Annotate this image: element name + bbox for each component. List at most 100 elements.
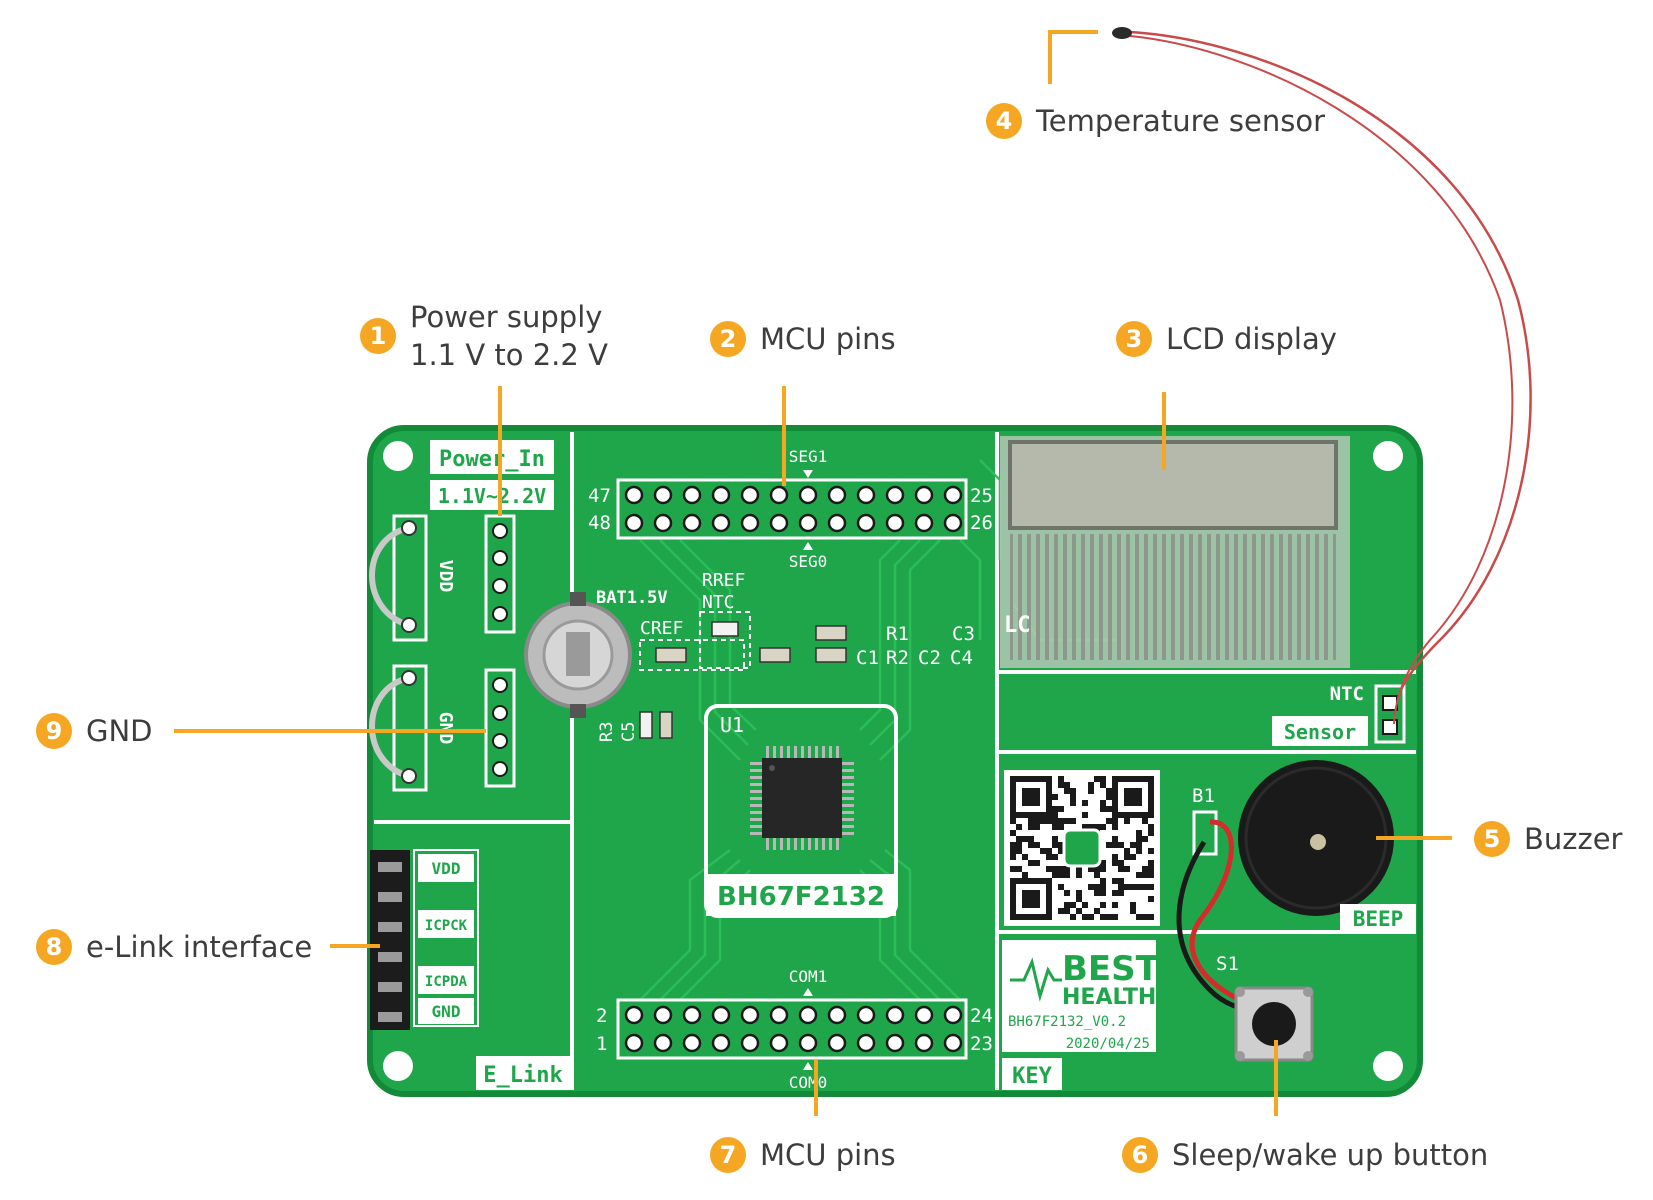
mcu-lead xyxy=(766,838,769,850)
cap-b xyxy=(815,625,847,641)
heartbeat-icon xyxy=(1010,957,1062,1002)
com1-arrow xyxy=(803,988,813,996)
mcu-lead xyxy=(842,776,854,779)
qr-module xyxy=(1028,860,1034,866)
qr-module xyxy=(1094,824,1100,830)
vdd-label: VDD xyxy=(435,560,456,593)
qr-module xyxy=(1112,842,1118,848)
com-header xyxy=(616,998,968,1060)
qr-module xyxy=(1010,866,1016,872)
callout-mcu-pins-top: 2 MCU pins xyxy=(710,320,896,358)
qr-module xyxy=(1124,788,1142,806)
qr-module xyxy=(1070,902,1076,908)
qr-module xyxy=(1100,902,1106,908)
mcu-lead xyxy=(773,838,776,850)
pin-25-label: 25 xyxy=(970,485,993,507)
qr-module xyxy=(1136,848,1142,854)
qr-module xyxy=(1142,866,1148,872)
elink-pin-frame xyxy=(413,849,479,1027)
battery-clip xyxy=(566,632,590,676)
qr-module xyxy=(1046,848,1052,854)
callout-label-mcu-pins-top: MCU pins xyxy=(760,322,896,356)
sensor-label: Sensor xyxy=(1284,720,1356,744)
mcu-lead xyxy=(750,811,762,814)
qr-module xyxy=(1112,836,1118,842)
sensor-wire xyxy=(1129,30,1532,701)
qr-module xyxy=(1100,860,1106,866)
qr-module xyxy=(1046,866,1052,872)
ntc-connector xyxy=(1374,684,1406,744)
brand-line1: BEST xyxy=(1062,949,1160,989)
r3-resistor xyxy=(639,711,653,739)
qr-module xyxy=(1136,842,1142,848)
qr-module xyxy=(1094,866,1100,872)
pin-26-label: 26 xyxy=(970,512,993,534)
qr-module xyxy=(1022,836,1028,842)
qr-module xyxy=(1130,908,1136,914)
mcu-lead xyxy=(750,797,762,800)
elink-pin-label-boxes xyxy=(418,854,474,1024)
gnd-jumper-wire xyxy=(369,675,409,779)
header-pin xyxy=(856,1033,876,1053)
qr-module xyxy=(1148,884,1154,890)
qr-module xyxy=(1082,824,1088,830)
header-pin xyxy=(624,1033,644,1053)
mcu-lead xyxy=(787,838,790,850)
qr-module xyxy=(1112,890,1118,896)
mounting-holes xyxy=(383,441,1403,1081)
header-pin xyxy=(914,485,934,505)
mcu-lead xyxy=(787,746,790,758)
r2-label: R2 xyxy=(886,647,909,669)
header-pin xyxy=(943,485,963,505)
callout-label-elink-interface: e-Link interface xyxy=(86,930,313,964)
com0-arrow xyxy=(803,1062,813,1070)
header-pin xyxy=(653,513,673,533)
qr-module xyxy=(1148,860,1154,866)
qr-module xyxy=(1082,902,1088,908)
mcu-lead xyxy=(822,838,825,850)
qr-module xyxy=(1028,824,1034,830)
qr-module xyxy=(1058,842,1064,848)
qr-module xyxy=(1148,914,1154,920)
qr-module xyxy=(1040,848,1046,854)
header-pin xyxy=(769,1005,789,1025)
c5-label: C5 xyxy=(619,722,639,742)
vdd-jumper-frame xyxy=(392,514,428,642)
chip-name-box xyxy=(706,874,896,916)
qr-module xyxy=(1064,890,1070,896)
qr-module xyxy=(1064,788,1070,794)
c3-label: C3 xyxy=(952,623,975,645)
qr-module xyxy=(1022,890,1040,908)
qr-module xyxy=(1100,914,1106,920)
qr-module xyxy=(1100,866,1106,872)
b1-label: B1 xyxy=(1192,785,1215,807)
c1-label: C1 xyxy=(856,647,879,669)
callout-sleep-wake-button: 6 Sleep/wake up button xyxy=(1122,1136,1488,1174)
qr-module xyxy=(1028,836,1034,842)
header-pin xyxy=(885,513,905,533)
mcu-lead xyxy=(750,762,762,765)
qr-module xyxy=(1082,812,1088,818)
callout-badge-6: 6 xyxy=(1122,1137,1158,1173)
qr-module xyxy=(1010,848,1016,854)
r3-label: R3 xyxy=(597,722,617,742)
battery-tab-bottom xyxy=(570,704,586,718)
qr-module xyxy=(1142,872,1148,878)
qr-logo xyxy=(1062,828,1102,868)
qr-module xyxy=(1058,806,1064,812)
voltage-range-box xyxy=(430,480,554,510)
mcu-pin1-dot xyxy=(769,765,775,771)
qr-module xyxy=(1046,854,1052,860)
mcu-lead xyxy=(822,746,825,758)
qr-module xyxy=(1106,914,1112,920)
header-pin xyxy=(943,1033,963,1053)
pin-2-label: 2 xyxy=(596,1005,607,1027)
qr-module xyxy=(1052,812,1058,818)
b1-pads xyxy=(1192,810,1218,856)
qr-module xyxy=(1118,860,1124,866)
battery-label: BAT1.5V xyxy=(596,588,668,608)
mcu-lead xyxy=(801,838,804,850)
qr-module xyxy=(1058,824,1064,830)
qr-module xyxy=(1016,842,1022,848)
key-label: KEY xyxy=(1012,1064,1052,1089)
